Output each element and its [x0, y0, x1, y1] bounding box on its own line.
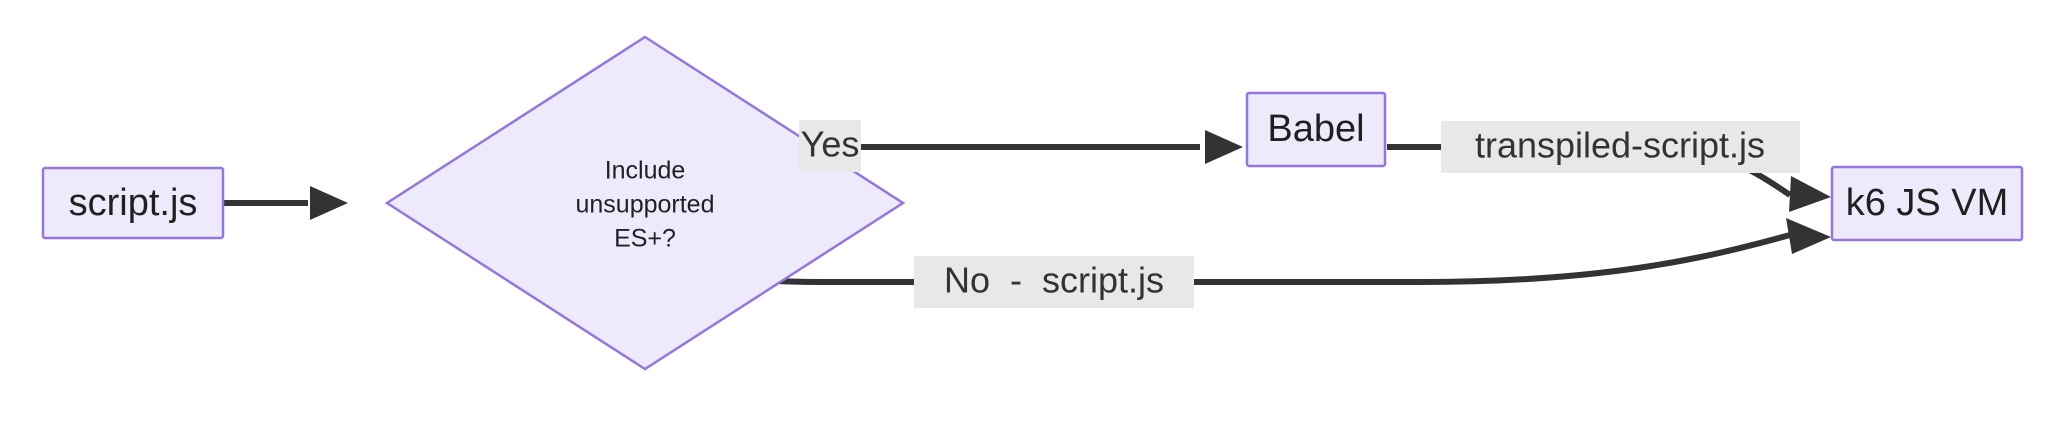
node-k6-js-vm-shape[interactable] [1830, 165, 2024, 242]
edge-label-no-script-background [914, 256, 1194, 308]
edge-label-yes: Yes [799, 120, 861, 172]
edge-label-transpiled-script-background [1441, 121, 1800, 173]
arrow-head-icon [1786, 218, 1831, 254]
node-babel-shape[interactable] [1245, 91, 1387, 168]
arrow-head-icon [1205, 130, 1243, 164]
edge-label-no-script: No - script.js [914, 256, 1194, 308]
arrow-head-icon [1789, 176, 1831, 212]
node-decision-label-line-1: Include [605, 157, 686, 185]
edge-label-no-script-text: No - script.js [944, 260, 1164, 301]
node-babel[interactable]: Babel [1245, 91, 1387, 168]
node-babel-label: Babel [1267, 108, 1364, 150]
arrow-head-icon [310, 186, 348, 220]
edge-script-to-decision [223, 186, 348, 220]
node-decision-label-line-3: ES+? [614, 225, 676, 253]
node-decision-label-line-2: unsupported [575, 191, 714, 219]
edge-label-yes-text: Yes [801, 124, 860, 165]
edge-label-transpiled-script-text: transpiled-script.js [1475, 125, 1765, 166]
node-script-js[interactable]: script.js [41, 166, 225, 240]
edge-label-transpiled-script: transpiled-script.js [1441, 121, 1800, 173]
node-decision[interactable]: Include unsupported ES+? [384, 35, 906, 371]
node-script-js-label: script.js [69, 182, 198, 224]
edge-label-yes-background [799, 120, 861, 172]
node-script-js-shape[interactable] [41, 166, 225, 240]
node-k6-js-vm-label: k6 JS VM [1846, 182, 2009, 224]
node-k6-js-vm[interactable]: k6 JS VM [1830, 165, 2024, 242]
